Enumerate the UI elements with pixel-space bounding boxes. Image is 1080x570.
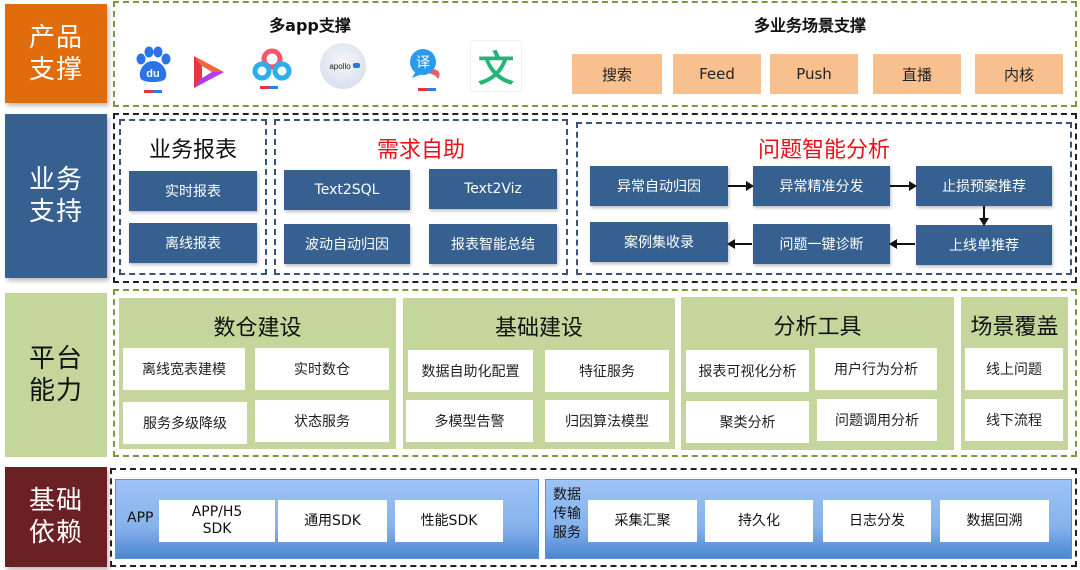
sdk-item: 通用SDK — [278, 500, 387, 542]
text2sql: Text2SQL — [284, 170, 410, 210]
reports-group — [119, 119, 267, 275]
platform-group-scenes: 场景覆盖 线上问题 线下流程 — [961, 297, 1068, 450]
analysis-group — [576, 122, 1072, 275]
platform-group-infra: 基础建设 数据自助化配置 特征服务 多模型告警 归因算法模型 — [403, 298, 675, 449]
baidu-paw-icon: du — [133, 45, 173, 87]
layer-label-platform: 平台 能力 — [5, 293, 107, 457]
reports-title: 业务报表 — [148, 138, 237, 163]
scene-search: 搜索 — [572, 54, 662, 94]
apollo-icon: apollo — [318, 41, 368, 91]
app-label: APP — [127, 510, 154, 526]
translate-bubble-icon: 译 — [408, 47, 444, 83]
platform-item: 状态服务 — [255, 400, 389, 442]
platform-item: 线下流程 — [965, 399, 1063, 441]
anomaly-dispatch: 异常精准分发 — [753, 166, 890, 206]
arrow-right-icon — [728, 181, 754, 191]
platform-group-tools: 分析工具 报表可视化分析 用户行为分析 聚类分析 问题调用分析 — [681, 297, 954, 450]
platform-item: 离线宽表建模 — [123, 348, 245, 390]
report-summary: 报表智能总结 — [429, 224, 557, 264]
transfer-item: 采集汇聚 — [588, 500, 697, 542]
sdk-item: APP/H5 SDK — [159, 500, 275, 542]
platform-item: 用户行为分析 — [815, 348, 937, 390]
platform-item: 问题调用分析 — [817, 399, 937, 441]
platform-frame — [113, 289, 1077, 457]
layer-label-business: 业务 支持 — [5, 114, 107, 278]
platform-item: 报表可视化分析 — [686, 350, 809, 392]
transfer-item: 持久化 — [705, 500, 813, 542]
play-triangle-icon — [192, 54, 226, 90]
platform-item: 多模型告警 — [406, 400, 533, 442]
cloud-icon — [252, 48, 292, 82]
sdk-item: 性能SDK — [395, 500, 503, 542]
group-title: 场景覆盖 — [970, 315, 1059, 340]
anomaly-attribution: 异常自动归因 — [590, 166, 728, 206]
transfer-item: 数据回溯 — [940, 500, 1049, 542]
case-collection: 案例集收录 — [590, 222, 728, 262]
scene-live: 直播 — [873, 54, 961, 94]
fluctuation-attribution: 波动自动归因 — [284, 224, 410, 264]
platform-item: 特征服务 — [545, 350, 669, 392]
scene-push: Push — [770, 54, 858, 94]
loss-plan-recommend: 止损预案推荐 — [916, 166, 1052, 206]
group-title: 分析工具 — [773, 315, 862, 340]
arrow-left-icon — [889, 239, 915, 249]
svg-text:译: 译 — [416, 55, 430, 71]
svg-text:apollo: apollo — [329, 62, 351, 71]
foundation-frame — [110, 468, 1077, 567]
self-service-title: 需求自助 — [376, 138, 465, 163]
text2viz: Text2Viz — [429, 169, 557, 209]
app-sdk-bar: APP APP/H5 SDK 通用SDK 性能SDK — [115, 479, 539, 559]
offline-report: 离线报表 — [129, 223, 257, 263]
platform-item: 数据自助化配置 — [408, 350, 533, 392]
scenes-title: 多业务场景支撑 — [753, 16, 866, 35]
app-underbar — [260, 86, 278, 89]
group-title: 基础建设 — [494, 316, 583, 341]
apps-title: 多app支撑 — [269, 16, 351, 35]
platform-item: 聚类分析 — [686, 401, 809, 443]
layer-label-foundation: 基础 依赖 — [5, 467, 107, 567]
platform-group-warehouse: 数仓建设 离线宽表建模 实时数仓 服务多级降级 状态服务 — [119, 298, 396, 449]
group-title: 数仓建设 — [213, 316, 302, 341]
analysis-title: 问题智能分析 — [757, 138, 890, 163]
layer-label-product: 产品 支撑 — [5, 4, 107, 103]
platform-item: 服务多级降级 — [123, 402, 247, 444]
self-service-group — [274, 119, 568, 275]
product-frame — [113, 1, 1077, 107]
svg-text:文: 文 — [478, 49, 514, 90]
app-underbar — [144, 90, 162, 93]
one-click-diagnosis: 问题一键诊断 — [753, 224, 890, 264]
transfer-item: 日志分发 — [823, 500, 931, 542]
realtime-report: 实时报表 — [129, 171, 257, 211]
scene-kernel: 内核 — [975, 54, 1063, 94]
platform-item: 归因算法模型 — [545, 400, 669, 442]
arrow-down-icon — [979, 206, 989, 226]
platform-item: 线上问题 — [965, 348, 1063, 390]
app-underbar — [418, 88, 436, 91]
release-recommend: 上线单推荐 — [916, 225, 1052, 265]
platform-item: 实时数仓 — [255, 348, 389, 390]
svg-text:du: du — [146, 68, 159, 80]
arrow-right-icon — [890, 181, 917, 191]
arrow-left-icon — [727, 239, 752, 249]
data-transfer-bar: 数据 传输 服务 采集汇聚 持久化 日志分发 数据回溯 — [545, 479, 1072, 559]
wen-icon: 文 — [470, 40, 522, 92]
transfer-label: 数据 传输 服务 — [553, 487, 581, 541]
scene-feed: Feed — [673, 54, 761, 94]
business-frame — [113, 113, 1077, 283]
